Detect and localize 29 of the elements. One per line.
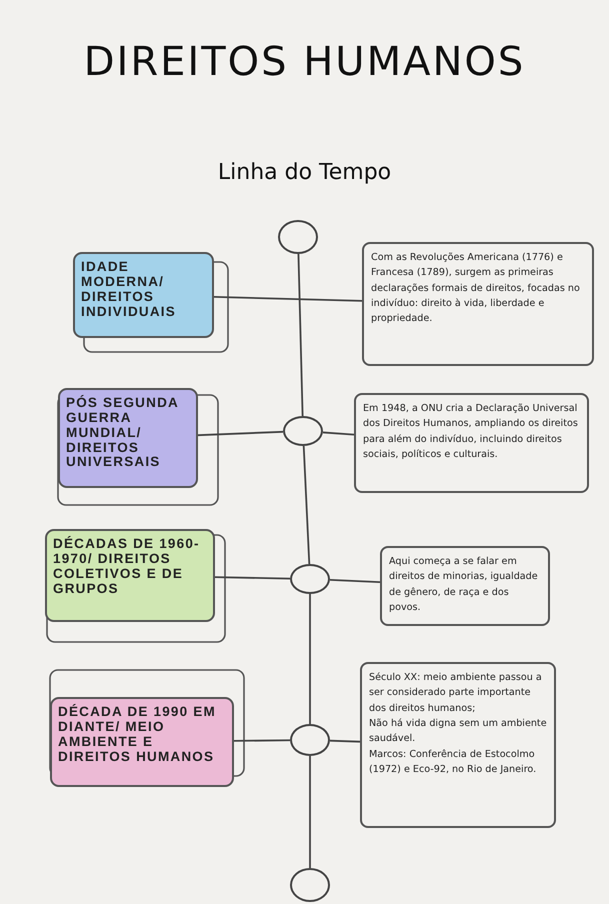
- era-card: DÉCADAS DE 1960-1970/ DIREITOS COLETIVOS E DE GRUPOS: [45, 529, 215, 622]
- connector-line: [330, 579, 380, 584]
- connector-line: [322, 432, 354, 436]
- description-text: Não há vida digna sem um ambiente saudável.: [369, 717, 547, 746]
- connector-line: [214, 576, 290, 580]
- description-text: Marcos: Conferência de Estocolmo (1972) e Eco-92, no Rio de Janeiro.: [369, 748, 538, 778]
- description-card: Aqui começa a se falar em direitos de minorias, igualdade de gênero, de raça e dos povos.: [380, 546, 550, 626]
- subtitle: Linha do Tempo: [218, 160, 392, 185]
- description-text: Século XX: meio ambiente passou a ser considerado parte importante dos direitos humanos;: [369, 671, 543, 716]
- description-card: Em 1948, a ONU cria a Declaração Universal dos Direitos Humanos, ampliando os direitos para além do indivíduo, incluindo direitos sociais, políticos e culturais.: [354, 393, 589, 493]
- connector-line: [330, 740, 360, 743]
- description-card: [360, 662, 556, 828]
- timeline-circle: [278, 220, 318, 254]
- description-card: Com as Revoluções Americana (1776) e Francesa (1789), surgem as primeiras declarações formais de direitos, focadas no indivíduo: direito à vida, liberdade e propriedade.: [362, 242, 594, 366]
- timeline-circle: [290, 724, 330, 756]
- connector-line: [302, 446, 310, 564]
- connector-line: [214, 296, 362, 302]
- connector-line: [309, 756, 311, 868]
- timeline-circle: [283, 416, 323, 446]
- timeline-circle: [290, 868, 330, 902]
- title: DIREITOS HUMANOS: [84, 40, 526, 85]
- connector-line: [298, 254, 304, 416]
- era-card: PÓS SEGUNDA GUERRA MUNDIAL/ DIREITOS UNIVERSAIS: [58, 388, 198, 488]
- timeline-circle: [290, 564, 330, 594]
- connector-line: [198, 430, 284, 436]
- era-card: DÉCADA DE 1990 EM DIANTE/ MEIO AMBIENTE E DIREITOS HUMANOS: [50, 697, 234, 787]
- era-card: IDADE MODERNA/ DIREITOS INDIVIDUAIS: [73, 252, 214, 338]
- connector-line: [234, 739, 290, 742]
- connector-line: [309, 594, 311, 724]
